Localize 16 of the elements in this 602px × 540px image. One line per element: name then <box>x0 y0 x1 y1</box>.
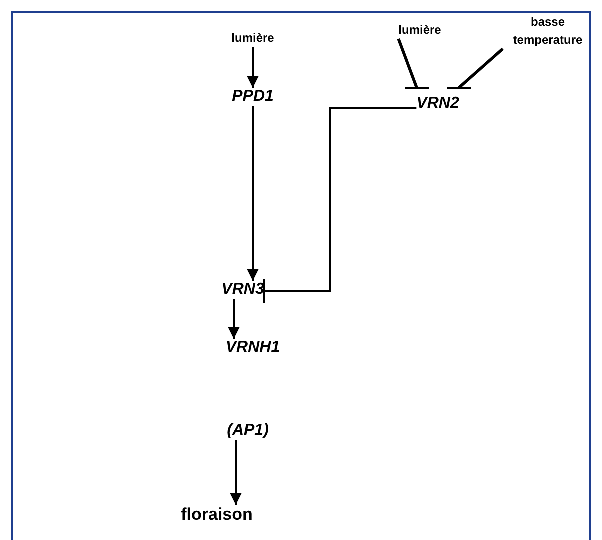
gene-label: PPD1 <box>232 88 274 106</box>
outcome-label: floraison <box>181 505 253 525</box>
arrow <box>228 299 240 339</box>
gene-label: (AP1) <box>227 422 269 440</box>
gene-label: VRN3 <box>222 281 264 299</box>
stimulus-label: lumière <box>398 21 442 39</box>
arrow <box>247 106 259 281</box>
stimulus-label: basse temperature <box>503 13 593 49</box>
gene-label: VRN2 <box>416 88 460 113</box>
arrow <box>230 440 242 505</box>
inhibition-line <box>446 48 504 90</box>
inhibition-line <box>397 38 430 89</box>
inhibition-line <box>263 107 417 304</box>
arrow <box>247 47 259 88</box>
gene-label: VRNH1 <box>226 339 280 357</box>
stimulus-label: lumière <box>232 29 274 47</box>
